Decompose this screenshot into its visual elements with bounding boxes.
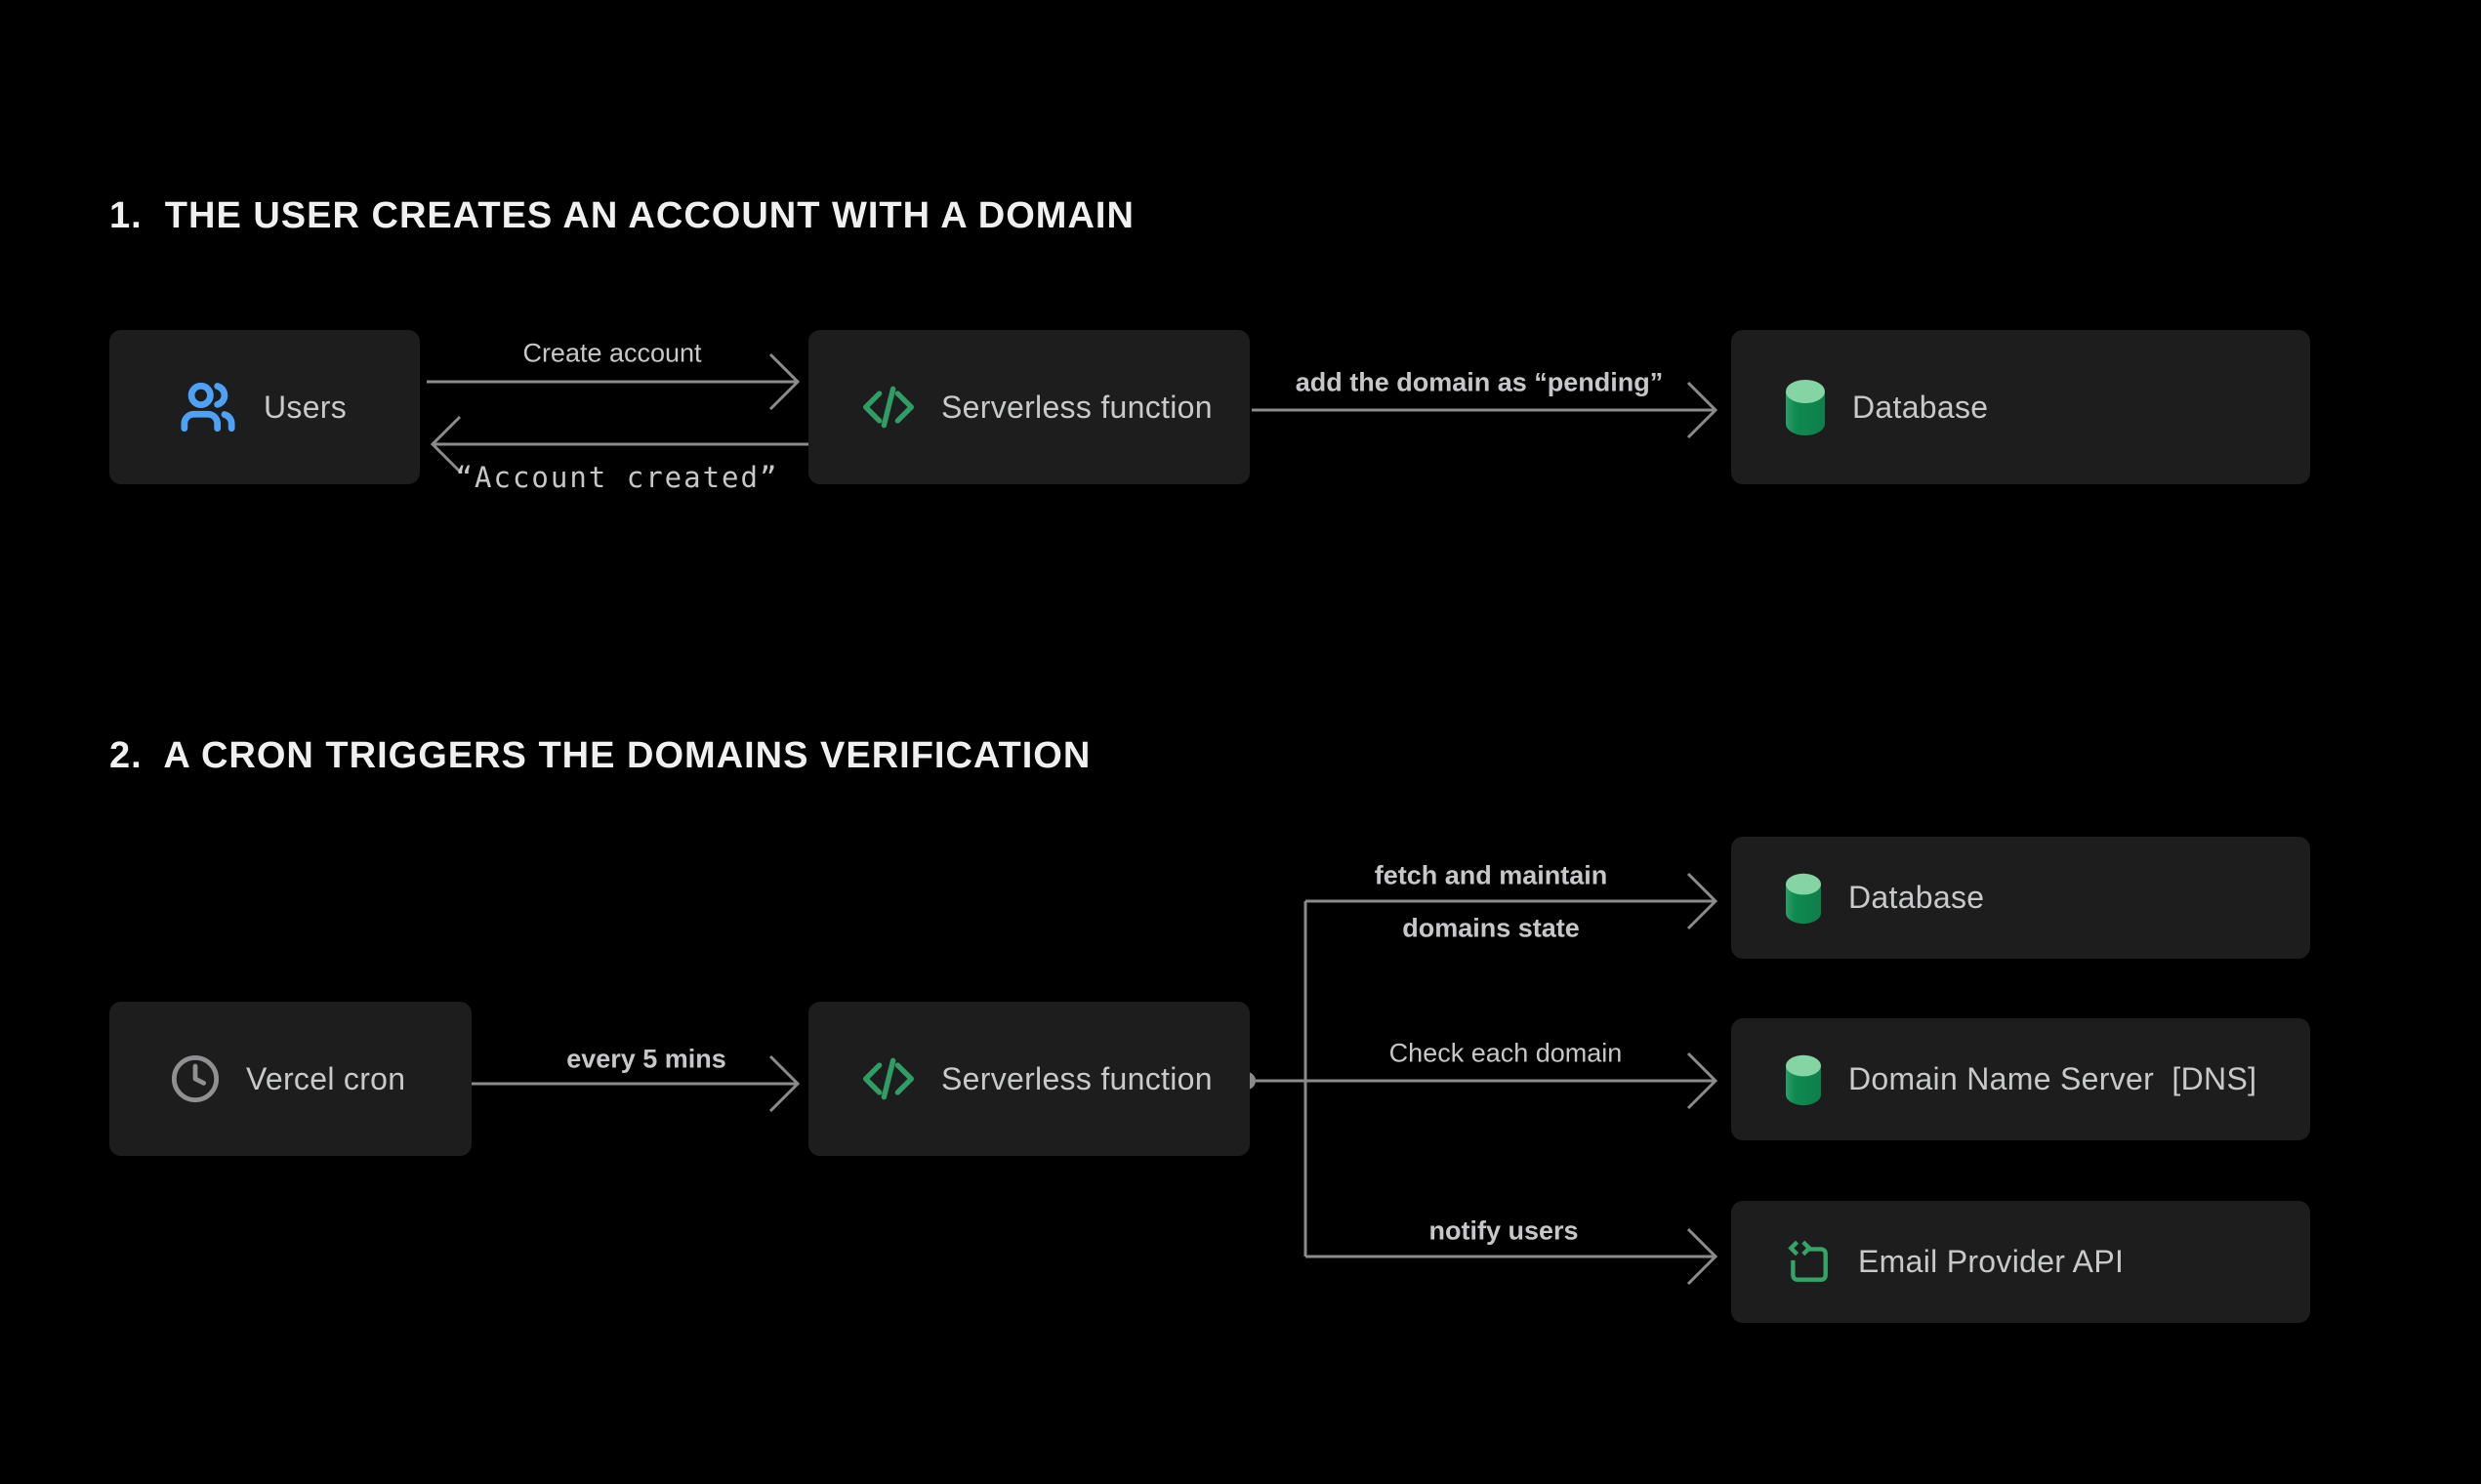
section-2-title: 2. A CRON TRIGGERS THE DOMAINS VERIFICAT… xyxy=(109,735,1092,776)
fetch-domains-label-line1: fetch and maintain xyxy=(1374,860,1608,890)
every-5-mins-label: every 5 mins xyxy=(566,1044,726,1074)
create-account-label: Create account xyxy=(522,338,702,368)
code-icon xyxy=(862,1057,915,1100)
users-node: Users xyxy=(109,330,420,484)
email-provider-node-label: Email Provider API xyxy=(1858,1244,2125,1279)
database-node-1: Database xyxy=(1731,330,2310,484)
database-node-1-label: Database xyxy=(1852,389,1989,425)
serverless-node-1-label: Serverless function xyxy=(941,389,1213,425)
notify-users-label: notify users xyxy=(1428,1216,1579,1246)
database-node-2: Database xyxy=(1731,837,2310,959)
api-bracket-icon xyxy=(1788,1240,1828,1282)
section-1-title: 1. THE USER CREATES AN ACCOUNT WITH A DO… xyxy=(109,195,1135,236)
users-node-label: Users xyxy=(264,389,348,425)
serverless-node-1: Serverless function xyxy=(808,330,1250,484)
check-domain-label: Check each domain xyxy=(1388,1038,1623,1068)
vercel-cron-node: Vercel cron xyxy=(109,1002,472,1156)
database-cylinder-icon xyxy=(1786,873,1821,924)
serverless-node-2-label: Serverless function xyxy=(941,1060,1213,1096)
dns-node-label: Domain Name Server [DNS] xyxy=(1848,1061,2257,1096)
fetch-domains-label-line2: domains state xyxy=(1402,913,1580,943)
clock-icon xyxy=(171,1054,220,1103)
database-node-2-label: Database xyxy=(1848,880,1985,915)
email-provider-node: Email Provider API xyxy=(1731,1201,2310,1323)
code-icon xyxy=(862,386,915,429)
dns-node: Domain Name Server [DNS] xyxy=(1731,1018,2310,1140)
serverless-node-2: Serverless function xyxy=(808,1002,1250,1156)
database-cylinder-icon xyxy=(1786,1054,1821,1105)
database-cylinder-icon xyxy=(1786,380,1825,435)
users-icon xyxy=(181,382,235,433)
vercel-cron-node-label: Vercel cron xyxy=(246,1060,406,1096)
add-domain-label: add the domain as “pending” xyxy=(1295,367,1664,397)
account-created-label: “Account created” xyxy=(455,461,779,494)
